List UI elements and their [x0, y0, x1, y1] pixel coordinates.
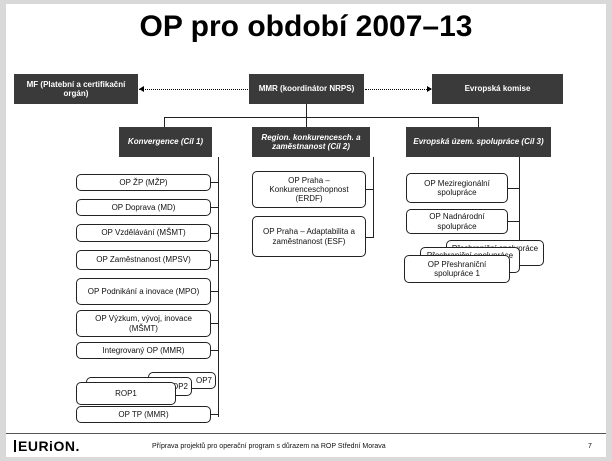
- arrow-right-icon: [427, 86, 432, 92]
- tree-line: [508, 221, 520, 222]
- page-number: 7: [588, 443, 592, 450]
- col3-spine: [519, 157, 520, 257]
- goal-spoluprace: Evropská územ. spolupráce (Cíl 3): [406, 127, 551, 157]
- mmr-box: MMR (koordinátor NRPS): [249, 74, 364, 104]
- tree-line: [211, 291, 219, 292]
- rop-front-box: ROP1: [76, 382, 176, 405]
- ek-box: Evropská komise: [432, 74, 563, 104]
- eurion-logo: EURiON.: [14, 438, 80, 454]
- tree-line: [211, 350, 219, 351]
- op-nadnarodni-box: OP Nadnárodní spolupráce: [406, 209, 508, 234]
- arrow-left-icon: [139, 86, 144, 92]
- footer-divider: [6, 433, 606, 434]
- op-vzdelavani-box: OP Vzdělávání (MŠMT): [76, 224, 211, 242]
- op-meziregionalni-box: OP Meziregionální spolupráce: [406, 173, 508, 203]
- op-doprava-box: OP Doprava (MD): [76, 199, 211, 216]
- op-tp-box: OP TP (MMR): [76, 406, 211, 423]
- tree-line: [211, 207, 219, 208]
- connector-mmr-ek: [365, 89, 431, 90]
- op-preshranicni-box: OP Přeshraniční spolupráce 1: [404, 255, 510, 283]
- tree-line: [164, 117, 479, 118]
- tree-line: [306, 104, 307, 117]
- tree-line: [211, 323, 219, 324]
- integrovany-op-box: Integrovaný OP (MMR): [76, 342, 211, 359]
- op-zamestnanost-box: OP Zaměstnanost (MPSV): [76, 250, 211, 270]
- op-vyzkum-box: OP Výzkum, vývoj, inovace (MŠMT): [76, 310, 211, 337]
- tree-line: [211, 260, 219, 261]
- tree-line: [366, 237, 374, 238]
- tree-line: [508, 188, 520, 189]
- footer-text: Příprava projektů pro operační program s…: [152, 443, 386, 450]
- tree-line: [306, 117, 307, 127]
- op-podnikani-box: OP Podnikání a inovace (MPO): [76, 278, 211, 305]
- slide: OP pro období 2007–13 MF (Platební a cer…: [6, 4, 606, 457]
- tree-line: [478, 117, 479, 127]
- slide-title: OP pro období 2007–13: [139, 10, 473, 43]
- goal-konkurenceschopnost: Region. konkurencesch. a zaměstnanost (C…: [252, 127, 370, 157]
- logo-text: EURiON.: [18, 438, 80, 454]
- col1-spine: [218, 157, 219, 417]
- op-zp-box: OP ŽP (MŽP): [76, 174, 211, 191]
- col2-spine: [373, 157, 374, 238]
- op-praha-adaptabilita-box: OP Praha – Adaptabilita a zaměstnanost (…: [252, 216, 366, 257]
- tree-line: [211, 233, 219, 234]
- mf-box: MF (Platební a certifikační orgán): [14, 74, 138, 104]
- connector-mf-mmr: [139, 89, 248, 90]
- tree-line: [164, 117, 165, 127]
- tree-line: [366, 189, 374, 190]
- tree-line: [211, 182, 219, 183]
- op-praha-konkurenceschopnost-box: OP Praha – Konkurenceschopnost (ERDF): [252, 171, 366, 208]
- goal-konvergence: Konvergence (Cíl 1): [119, 127, 212, 157]
- tree-line: [211, 414, 219, 415]
